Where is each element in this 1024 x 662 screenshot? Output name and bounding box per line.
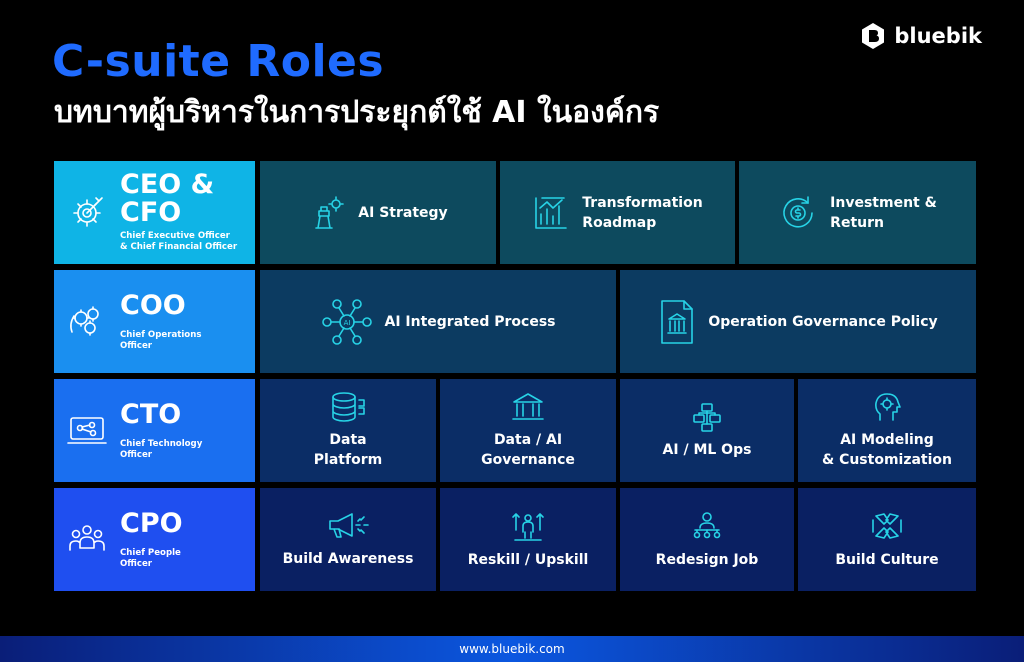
role-full-line2: Officer: [120, 559, 153, 569]
strategy-icon: [315, 195, 345, 229]
cell-investment-return: Investment & Return: [739, 161, 976, 264]
bluebik-logo-icon: [862, 23, 885, 49]
team-icon: [693, 511, 721, 538]
role-row-cto: CTO Chief Technology Officer Data Platfo…: [54, 379, 976, 482]
cell-data-ai-governance: Data / AI Governance: [440, 379, 616, 482]
role-full-line1: Chief Technology: [120, 439, 203, 449]
role-row-ceo-cfo: CEO & CFO Chief Executive Officer & Chie…: [54, 161, 976, 264]
role-card-cpo: CPO Chief People Officer: [54, 488, 255, 591]
role-full-line1: Chief Executive Officer: [120, 231, 230, 241]
brand-name: bluebik: [894, 24, 982, 48]
cell-transformation-roadmap: Transformation Roadmap: [500, 161, 735, 264]
cell-label: AI Strategy: [358, 204, 448, 221]
cell-label: Operation Governance Policy: [708, 313, 938, 330]
role-row-cpo: CPO Chief People Officer Build Awareness…: [54, 488, 976, 591]
roadmap-icon: [535, 196, 568, 229]
role-row-coo: COO Chief Operations Officer AI AI Integ…: [54, 270, 976, 373]
role-abbr: CPO: [120, 508, 183, 539]
process-network-icon: AI: [321, 298, 372, 345]
cell-label: AI Integrated Process: [384, 313, 556, 330]
cell-label-line1: Investment &: [830, 194, 937, 211]
role-card-ceo-cfo: CEO & CFO Chief Executive Officer & Chie…: [54, 161, 255, 264]
culture-hands-icon: [872, 512, 902, 539]
cell-label-line2: Governance: [481, 451, 575, 468]
ml-ops-icon: [693, 402, 721, 432]
cell-label: AI / ML Ops: [662, 441, 752, 458]
cell-build-awareness: Build Awareness: [260, 488, 436, 591]
cell-label: Redesign Job: [655, 551, 759, 568]
cell-label-line2: Return: [830, 214, 884, 231]
governance-building-icon: [512, 392, 544, 420]
cell-label-line1: Transformation: [582, 194, 703, 211]
cell-data-platform: Data Platform: [260, 379, 436, 482]
database-icon: [332, 391, 365, 422]
laptop-network-icon: [67, 417, 107, 444]
role-abbr-line1: CEO &: [120, 169, 215, 200]
role-abbr: CTO: [120, 399, 182, 430]
policy-document-icon: [661, 299, 694, 344]
cell-label-line2: Roadmap: [582, 214, 657, 231]
cell-redesign-job: Redesign Job: [620, 488, 794, 591]
role-abbr-line2: CFO: [120, 197, 182, 228]
megaphone-icon: [329, 512, 369, 538]
role-full-line2: Officer: [120, 341, 153, 351]
brand-logo: bluebik: [860, 22, 982, 50]
investment-icon: [783, 195, 813, 228]
page-title: C-suite Roles: [52, 36, 385, 87]
upskill-icon: [512, 512, 544, 541]
page-subtitle: บทบาทผู้บริหารในการประยุกต์ใช้ AI ในองค์…: [54, 95, 660, 130]
role-full-line1: Chief Operations: [120, 330, 202, 340]
people-group-icon: [69, 525, 105, 551]
svg-text:AI: AI: [343, 319, 350, 327]
ai-modeling-icon: [875, 392, 901, 421]
role-card-cto: CTO Chief Technology Officer: [54, 379, 255, 482]
cell-ai-ml-ops: AI / ML Ops: [620, 379, 794, 482]
cell-ai-strategy: AI Strategy: [260, 161, 496, 264]
role-full-line1: Chief People: [120, 548, 181, 558]
cell-label-line2: Platform: [313, 451, 383, 468]
cell-label-line2: & Customization: [821, 451, 953, 468]
cell-reskill-upskill: Reskill / Upskill: [440, 488, 616, 591]
cell-build-culture: Build Culture: [798, 488, 976, 591]
cell-label-line1: Data / AI: [493, 431, 563, 448]
role-full-line2: & Chief Financial Officer: [120, 242, 238, 252]
role-card-coo: COO Chief Operations Officer: [54, 270, 255, 373]
cell-ai-modeling: AI Modeling & Customization: [798, 379, 976, 482]
cell-label: Build Awareness: [282, 550, 414, 567]
cell-label-line1: AI Modeling: [840, 431, 934, 448]
cell-ai-integrated-process: AI AI Integrated Process: [260, 270, 616, 373]
cell-label-line1: Data: [329, 431, 367, 448]
gears-head-icon: [70, 306, 99, 336]
cell-label: Reskill / Upskill: [467, 551, 589, 568]
cell-operation-governance-policy: Operation Governance Policy: [620, 270, 976, 373]
gear-target-icon: [73, 197, 103, 227]
footer-bar: www.bluebik.com: [0, 636, 1024, 662]
role-full-line2: Officer: [120, 450, 153, 460]
cell-label: Build Culture: [835, 551, 939, 568]
role-abbr: COO: [120, 290, 186, 321]
footer-url[interactable]: www.bluebik.com: [459, 642, 565, 656]
